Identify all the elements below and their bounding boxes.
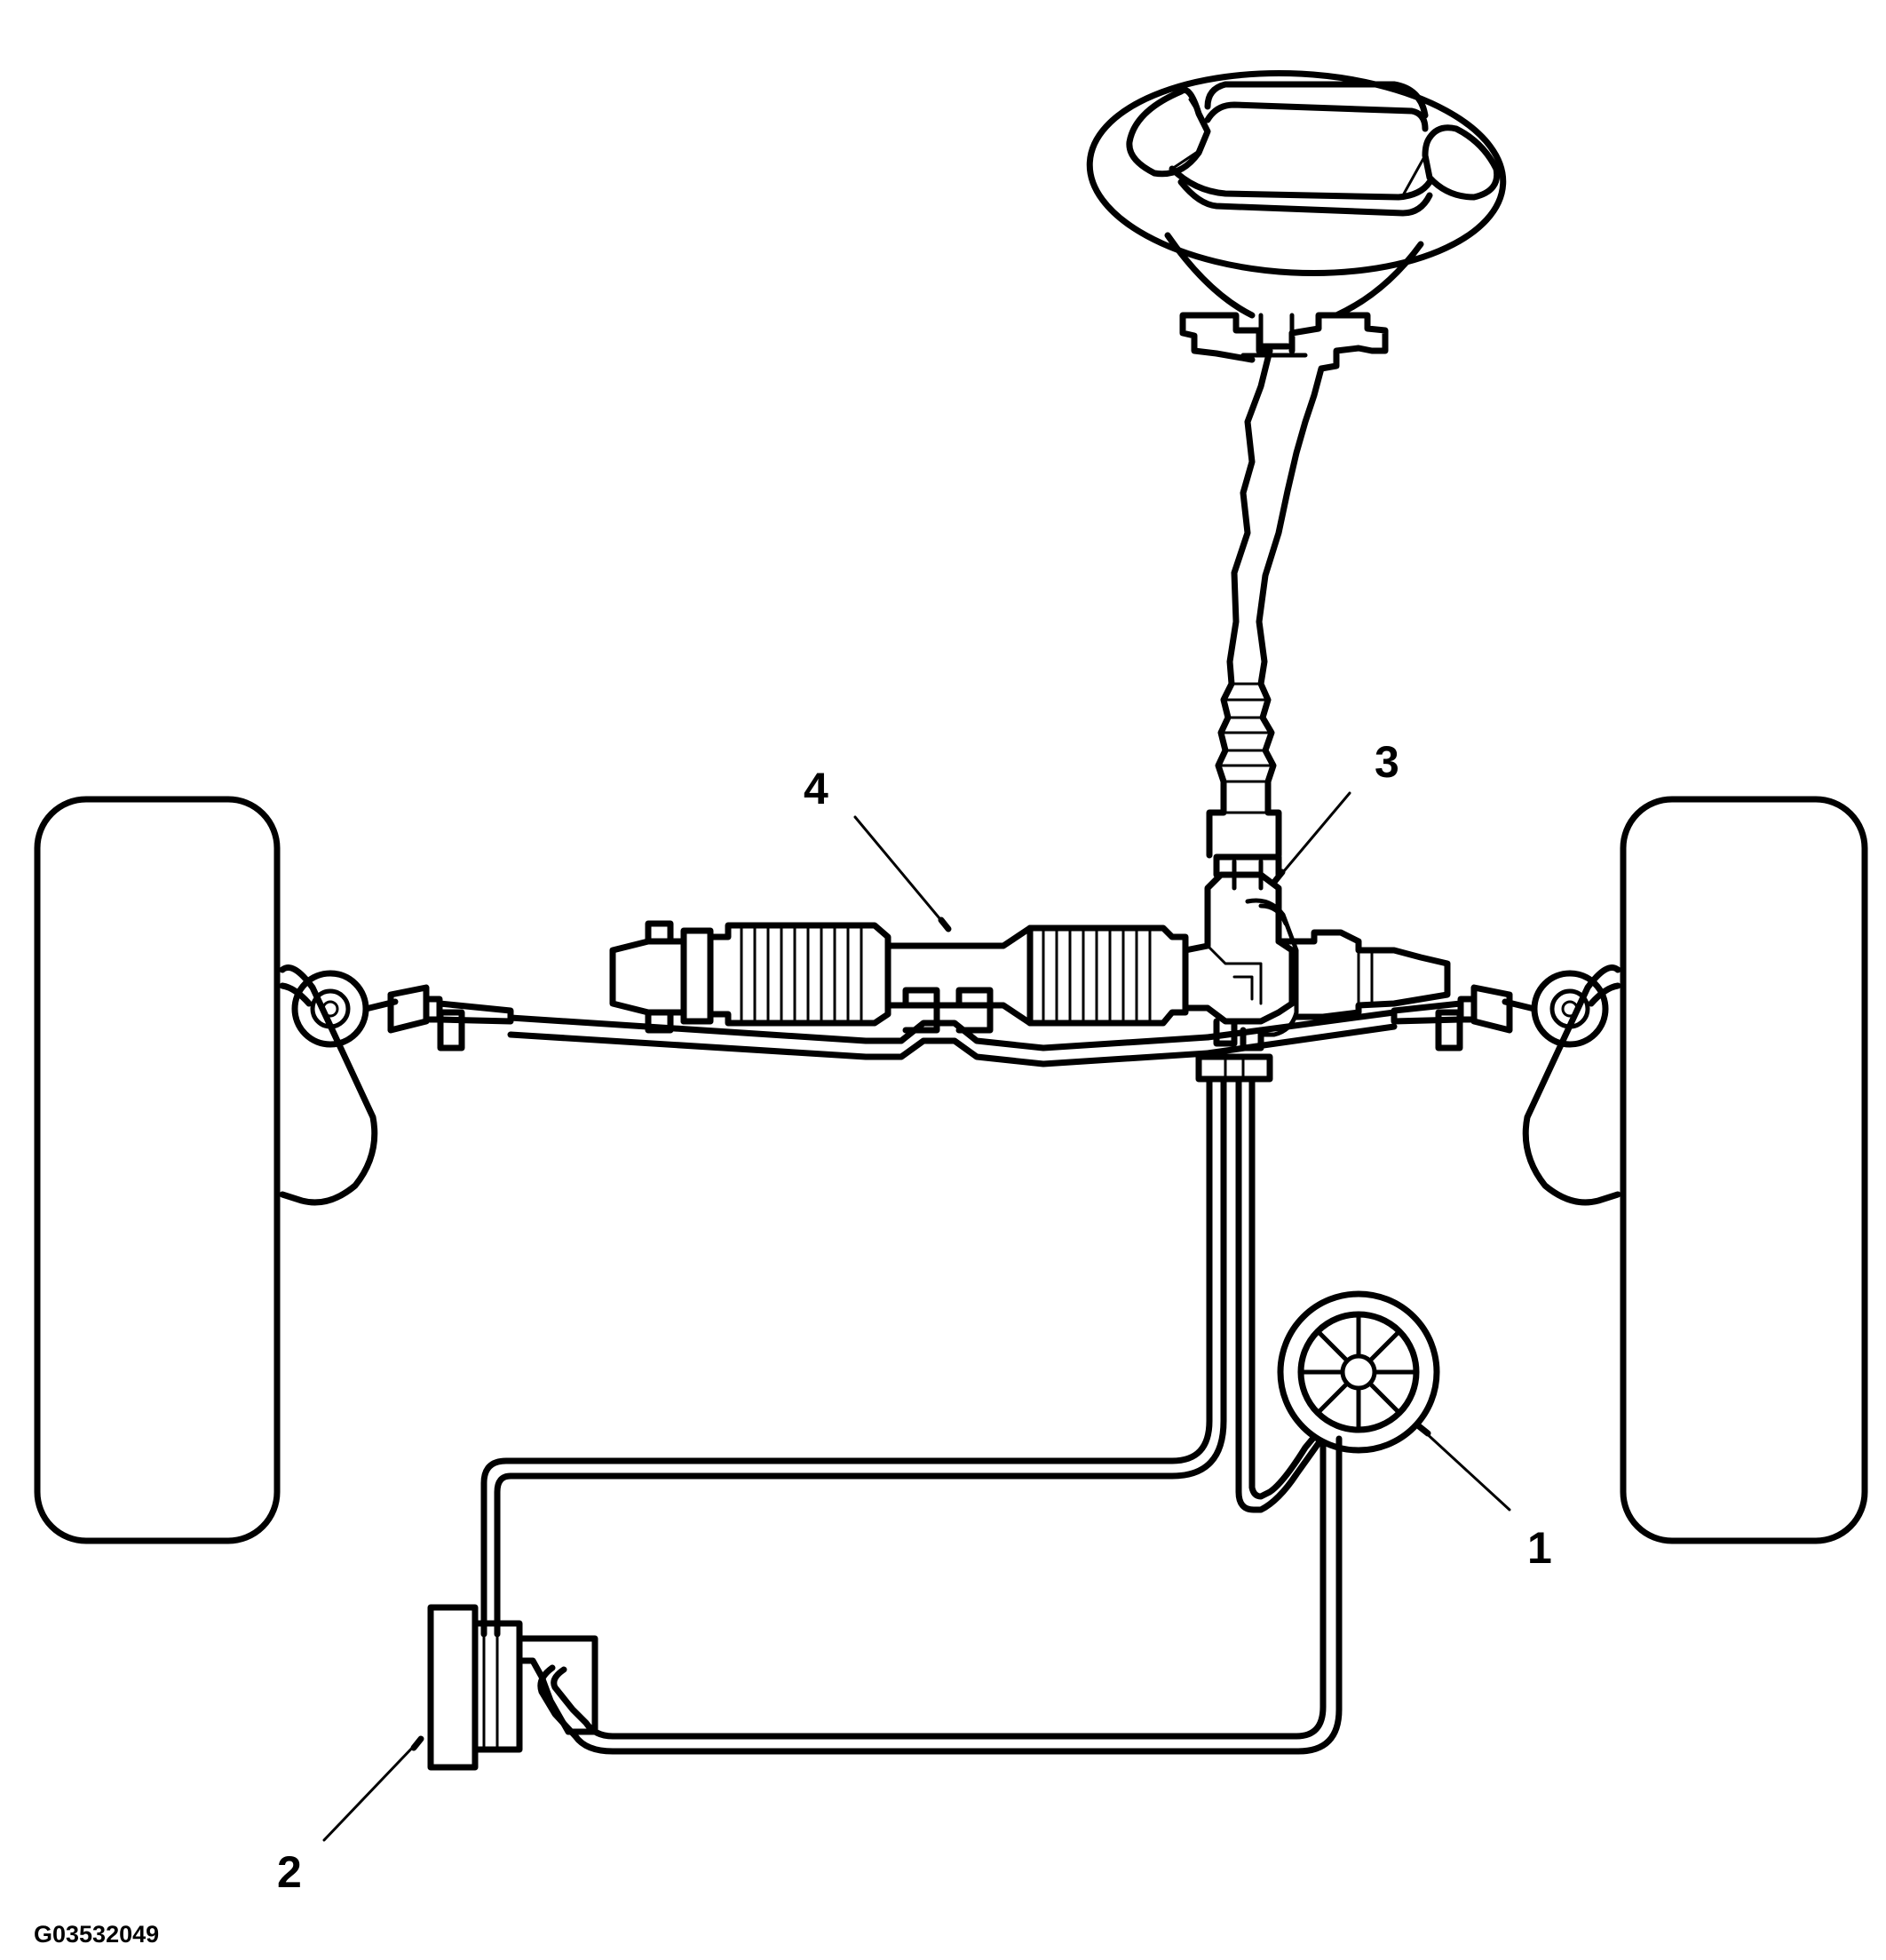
callout-3-label: 3	[1375, 737, 1399, 787]
callout-1-label: 1	[1527, 1523, 1552, 1573]
callout-4-label: 4	[804, 764, 828, 813]
steering-gear-valve	[1182, 853, 1299, 1083]
callout-leaders	[322, 791, 1511, 1842]
hydraulic-lines	[480, 1075, 1343, 1755]
figure-id-label: G03532049	[34, 1921, 159, 1948]
fluid-reservoir	[427, 1604, 598, 1771]
steering-rack	[609, 920, 1451, 1034]
power-steering-pump	[1277, 1290, 1440, 1454]
left-wheel	[34, 796, 514, 1544]
callout-2-label: 2	[277, 1847, 302, 1897]
right-wheel	[1391, 796, 1868, 1544]
pump-pulley-spokes	[1298, 1312, 1419, 1432]
column-coupling-ribs	[1216, 682, 1275, 767]
steering-wheel	[1086, 69, 1507, 319]
right-bellows-ribs	[1042, 928, 1152, 1023]
left-bellows-ribs	[740, 925, 863, 1023]
steering-column	[1179, 312, 1389, 859]
